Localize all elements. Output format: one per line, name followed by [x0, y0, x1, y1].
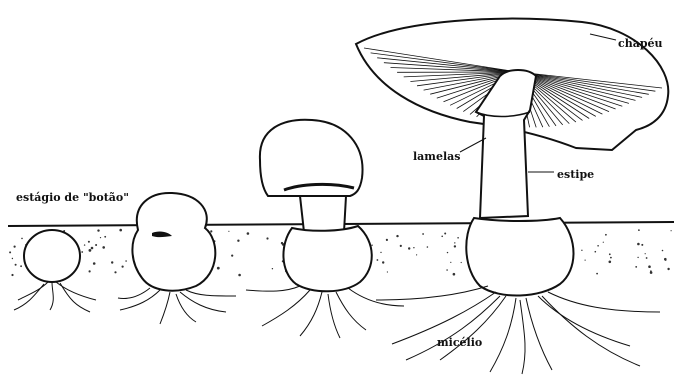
soil-dot — [231, 255, 233, 257]
soil-dot — [371, 245, 372, 246]
soil-dot — [650, 270, 652, 272]
soil-dot — [21, 238, 23, 240]
soil-dot — [416, 254, 417, 255]
soil-dot — [377, 259, 379, 261]
soil-dot — [93, 262, 96, 265]
soil-dot — [609, 253, 611, 255]
soil-dot — [380, 252, 381, 253]
soil-dot — [15, 264, 17, 266]
soil-dot — [400, 245, 402, 247]
soil-dot — [237, 240, 239, 242]
soil-dot — [89, 270, 91, 272]
soil-dot — [97, 229, 99, 231]
soil-dot — [382, 261, 384, 263]
mycelium-label: micélio — [437, 336, 482, 349]
soil-dot — [597, 245, 599, 247]
stage-young-fruiting-body — [246, 120, 404, 338]
soil-dot — [238, 274, 241, 277]
soil-dot — [396, 235, 398, 237]
soil-dot — [408, 247, 410, 249]
soil-dot — [444, 233, 446, 235]
gills-label: lamelas — [413, 150, 460, 163]
soil-dot — [272, 268, 273, 269]
soil-dot — [111, 261, 113, 263]
soil-dot — [665, 260, 666, 261]
soil-dot — [453, 273, 456, 276]
soil-dot — [454, 245, 456, 247]
mature-base — [466, 218, 573, 296]
cap-label: chapéu — [618, 37, 663, 50]
soil-dot — [609, 261, 612, 264]
soil-dot — [581, 250, 582, 251]
soil-dot — [671, 230, 672, 231]
soil-dot — [441, 236, 443, 238]
soil-dot — [461, 262, 462, 263]
soil-dot — [100, 237, 101, 238]
soil-dot — [637, 257, 638, 258]
soil-dot — [14, 246, 16, 248]
soil-dot — [247, 232, 250, 235]
primordium-hyphae — [14, 282, 96, 312]
soil-dot — [217, 267, 220, 270]
budding-hyphae — [118, 288, 236, 324]
soil-dot — [9, 251, 11, 253]
soil-dot — [641, 244, 643, 246]
soil-dot — [605, 234, 607, 236]
soil-dot — [450, 262, 451, 263]
budding-body — [132, 193, 215, 291]
soil-dot — [446, 269, 448, 271]
soil-dot — [210, 230, 212, 232]
budding-stage-label: estágio de "botão" — [16, 191, 129, 204]
soil-dot — [102, 246, 105, 249]
young-stipe — [300, 196, 346, 232]
soil-dot — [95, 244, 97, 246]
soil-dot — [387, 271, 388, 272]
soil-dot — [104, 236, 106, 238]
soil-dot — [114, 271, 116, 273]
soil-dot — [603, 242, 604, 243]
soil-dot — [662, 250, 664, 252]
soil-dot — [122, 266, 124, 268]
stage-primordium — [14, 230, 96, 312]
soil-dot — [648, 265, 651, 268]
soil-dot — [595, 251, 597, 253]
soil-dot — [457, 237, 459, 239]
soil-dot — [422, 233, 424, 235]
soil-dot — [610, 257, 612, 259]
soil-dot — [228, 231, 229, 232]
mature-hyphae — [376, 286, 660, 374]
soil-dot — [645, 253, 646, 254]
soil-dot — [11, 274, 13, 276]
primordium-ball — [24, 230, 80, 282]
soil-dot — [427, 246, 429, 248]
soil-dot — [89, 249, 92, 252]
soil-dot — [447, 252, 448, 253]
soil-dot — [667, 268, 669, 270]
soil-dot — [635, 266, 637, 268]
soil-dot — [12, 258, 13, 259]
soil-dot — [638, 229, 640, 231]
stage-mature-mushroom — [356, 19, 668, 374]
stage-budding — [118, 193, 236, 324]
soil-dot — [91, 247, 94, 250]
soil-dot — [646, 257, 648, 259]
soil-dot — [585, 260, 586, 261]
soil-dot — [119, 229, 122, 232]
young-base — [283, 226, 371, 291]
stipe-label: estipe — [557, 168, 594, 181]
soil-dot — [386, 239, 388, 241]
soil-dot — [88, 241, 90, 243]
soil-dot — [20, 265, 22, 267]
soil-dot — [81, 251, 83, 253]
soil-dot — [454, 242, 455, 243]
soil-dot — [637, 243, 640, 246]
soil-dot — [266, 237, 268, 239]
young-hyphae — [246, 286, 404, 338]
soil-dot — [125, 260, 127, 262]
soil-dot — [84, 244, 85, 245]
soil-dot — [596, 273, 598, 275]
soil-dot — [413, 247, 414, 248]
